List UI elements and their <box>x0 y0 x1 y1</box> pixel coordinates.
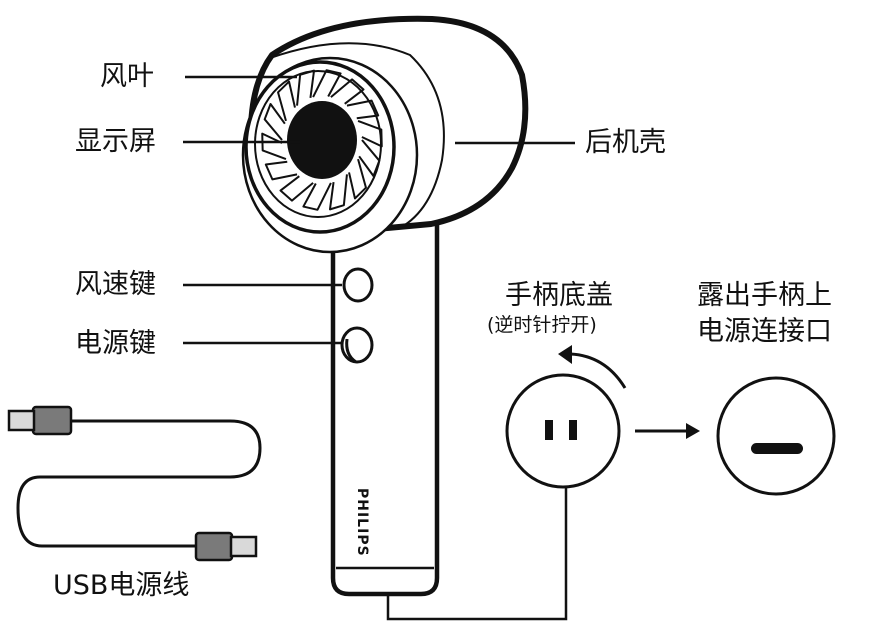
usb-tip-right <box>229 535 258 558</box>
display-screen <box>287 101 357 179</box>
right-arrow-head <box>686 423 700 439</box>
label-exposed-line1: 露出手柄上 <box>697 280 832 311</box>
label-wind-speed-key: 风速键 <box>75 269 156 300</box>
handle-cap-detail <box>386 345 700 621</box>
handle <box>330 197 440 597</box>
fan-blade <box>263 103 286 141</box>
label-exposed-line2: 电源连接口 <box>697 316 832 347</box>
fan-blade <box>302 182 332 211</box>
wind-speed-button <box>342 267 374 303</box>
usb-tip-left <box>7 409 36 432</box>
fan-blade <box>328 174 348 211</box>
fan-blade <box>279 175 314 202</box>
fan-blade <box>312 69 342 98</box>
brand-anchor <box>385 545 386 546</box>
fan-blades <box>261 69 383 211</box>
label-fan-blade: 风叶 <box>100 61 154 92</box>
usb-plug-right <box>194 531 234 562</box>
usb-plug-left <box>31 405 73 436</box>
label-display-screen: 显示屏 <box>75 126 156 157</box>
fan-blade <box>296 69 316 106</box>
fan-blade <box>277 80 296 122</box>
rotate-arrow-head <box>558 345 572 364</box>
brand-logo-text: PHILIPS <box>354 488 370 557</box>
leader-lines <box>183 75 575 345</box>
label-handle-cap-note: (逆时针拧开) <box>487 314 597 336</box>
label-power-key: 电源键 <box>75 328 156 359</box>
label-handle-cap-title: 手柄底盖 <box>505 280 613 311</box>
fan-blade <box>348 158 367 200</box>
exposed-connector <box>716 376 836 496</box>
power-button <box>340 326 374 364</box>
fan-blade <box>358 139 381 177</box>
label-rear-shell: 后机壳 <box>585 127 666 158</box>
usb-cable <box>7 405 262 562</box>
fan-blade <box>264 160 298 181</box>
fan-blade <box>346 99 380 120</box>
fan-blade <box>357 119 383 148</box>
label-usb-cable: USB电源线 <box>53 570 190 601</box>
fan-blade <box>330 78 365 105</box>
